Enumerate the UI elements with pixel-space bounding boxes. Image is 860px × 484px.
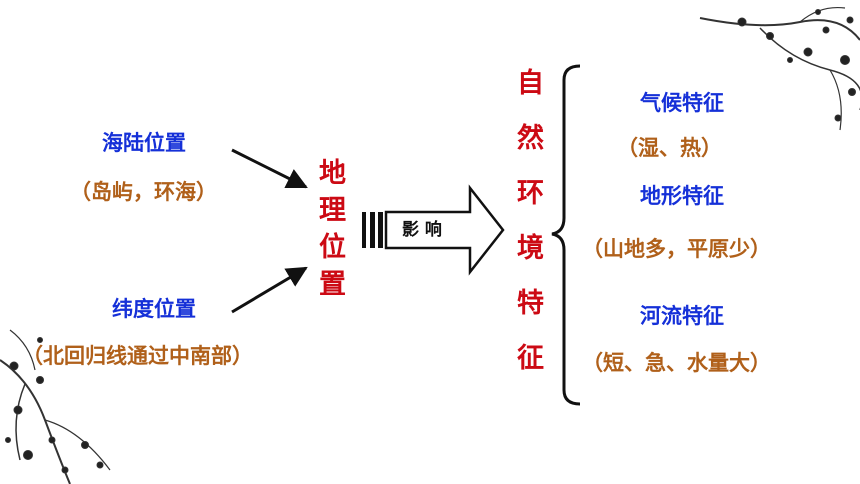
river-feature-label: 河流特征	[640, 304, 724, 328]
sea-land-note: （岛屿，环海）	[70, 180, 217, 204]
terrain-note: （山地多，平原少）	[582, 237, 771, 261]
latitude-note: （北回归线通过中南部）	[22, 344, 253, 368]
terrain-feature-label: 地形特征	[640, 184, 724, 208]
influence-block-arrow	[362, 184, 505, 276]
arrow-latitude-to-geo	[231, 266, 308, 314]
top-right-branch-icon	[699, 6, 860, 131]
arrow-sea-land-to-geo	[231, 148, 308, 189]
river-note: （短、急、水量大）	[582, 351, 771, 375]
climate-feature-label: 气候特征	[640, 91, 724, 115]
curly-brace	[551, 64, 581, 406]
climate-note: （湿、热）	[617, 136, 722, 160]
geo-position-label: 地理位置	[314, 158, 345, 306]
sea-land-position-label: 海陆位置	[102, 131, 186, 155]
latitude-position-label: 纬度位置	[112, 297, 196, 321]
natural-features-label: 自然环境特征	[512, 68, 543, 398]
influence-label: 影 响	[402, 220, 442, 240]
bottom-left-branch-icon	[0, 329, 111, 484]
